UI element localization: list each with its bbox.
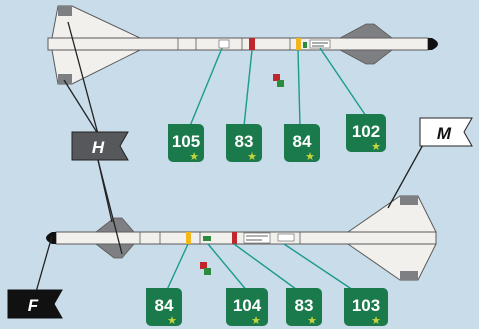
decal-badge-number: 84 (155, 296, 174, 315)
leader-bottom-84 (165, 243, 189, 293)
top-missile-body (47, 37, 429, 51)
decal-badge-number: 105 (172, 132, 200, 151)
leader-top-105 (189, 47, 223, 127)
top-missile-data-block (309, 39, 331, 49)
top-missile-fin-tip-lower (58, 74, 72, 84)
decal-badge-number: 83 (235, 132, 254, 151)
decal-badge-number: 103 (352, 296, 380, 315)
decal-badge: 105 ★ (168, 124, 204, 163)
decal-badge: 83 ★ (286, 288, 322, 327)
decal-badge: 103 ★ (344, 288, 388, 327)
decal-leader-lines (165, 47, 367, 293)
decal-badge-number: 84 (293, 132, 312, 151)
leader-bottom-104 (207, 243, 249, 293)
decal-badge-body (226, 288, 268, 326)
bottom-missile-data-block (243, 232, 271, 244)
bottom-loose-decal-icon (200, 262, 211, 275)
decal-badge-star-icon: ★ (371, 314, 381, 327)
leader-bottom-83 (233, 243, 301, 293)
top-missile-canard-lower (339, 49, 394, 65)
decal-badge-star-icon: ★ (189, 150, 199, 163)
decal-badge-star-icon: ★ (307, 314, 317, 327)
bottom-missile-fin-tip-upper (400, 196, 418, 205)
top-missile-stencil-plate (218, 39, 230, 49)
decal-badge-number: 104 (233, 296, 262, 315)
leader-top-84 (297, 49, 301, 127)
flag-pointer-lines (35, 21, 431, 293)
flag-f-shape (7, 289, 63, 319)
top-missile-fin-tip-upper (58, 6, 72, 16)
top-missile-green-band (303, 42, 307, 48)
top-missile-yellow-band (296, 38, 301, 50)
top-loose-decal-icon (273, 74, 284, 87)
decal-badge-body (226, 288, 236, 298)
flag-h-label: H (92, 138, 105, 157)
decal-badge-body (168, 124, 178, 134)
leader-top-83 (243, 49, 253, 127)
decal-badge-body (346, 114, 356, 124)
decal-badge-body (226, 124, 236, 134)
top-missile-canard-upper (339, 23, 394, 39)
bottom-missile (46, 195, 437, 281)
flag-m-shape (419, 117, 473, 147)
bottom-missile-green-band (203, 236, 211, 241)
decal-badge-body (146, 288, 156, 298)
bottom-missile-red-band (232, 232, 237, 244)
decal-badge-star-icon: ★ (305, 150, 315, 163)
flag-h-pointer (67, 21, 99, 135)
decal-badge-star-icon: ★ (251, 314, 261, 327)
decal-badge-body (344, 288, 388, 326)
decal-badge: 84 ★ (146, 288, 182, 327)
decal-badge-body (344, 288, 354, 298)
top-missile-red-band (249, 38, 255, 50)
flag-h-shape (71, 131, 129, 161)
leader-bottom-103 (283, 243, 357, 293)
decal-badge-body (284, 124, 294, 134)
flag-h-pointer (97, 159, 123, 255)
decal-badge-body (286, 288, 296, 298)
top-missile-nose-cone (428, 38, 438, 50)
flag-f-label: F (28, 296, 39, 315)
bottom-missile-canard-lower (94, 243, 135, 259)
decal-badge: 104 ★ (226, 288, 268, 327)
bottom-missile-fin-tip-lower (400, 271, 418, 280)
decal-badge-star-icon: ★ (371, 140, 381, 153)
leader-top-102 (319, 47, 367, 117)
decal-badge-star-icon: ★ (167, 314, 177, 327)
flag-f-pointer (35, 235, 53, 293)
flag-f: F (7, 289, 63, 319)
top-missile (47, 5, 438, 87)
bottom-missile-yellow-band (186, 232, 191, 244)
decal-badge-star-icon: ★ (247, 150, 257, 163)
decal-badge: 102 ★ (346, 114, 386, 153)
flag-h: H (71, 131, 129, 161)
decal-badge: 83 ★ (226, 124, 262, 163)
flag-m-label: M (437, 124, 452, 143)
decal-badge: 84 ★ (284, 124, 320, 163)
bottom-missile-stencil-plate (277, 233, 295, 242)
decal-badge-number: 102 (352, 122, 380, 141)
decal-badge-number: 83 (295, 296, 314, 315)
flag-h-pointer (63, 79, 99, 135)
flag-m: M (419, 117, 473, 147)
